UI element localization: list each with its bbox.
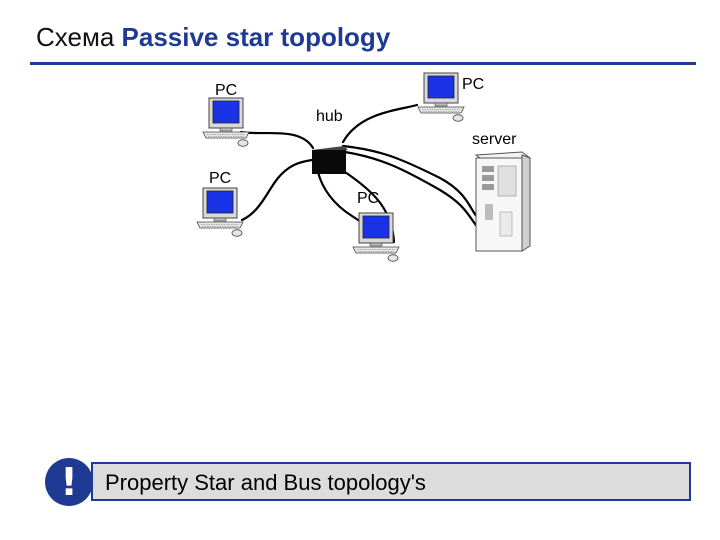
title-divider [30,62,696,65]
pc-icon-left [196,187,244,237]
exclamation-icon: ! [45,458,93,506]
note-box: Property Star and Bus topology's [91,462,691,501]
label-pc-left: PC [209,170,232,187]
page-title: Схема Passive star topology [36,22,390,53]
label-pc-top-left: PC [215,82,238,99]
title-prefix: Схема [36,22,115,52]
server-tower-icon [474,151,532,252]
title-main: Passive star topology [121,22,391,52]
label-pc-top-right: PC [462,76,485,93]
pc-icon-top-left [202,97,250,147]
cable-pc-top-left [239,130,315,150]
cable-pc-top-right [341,103,419,144]
pc-icon-top-right [417,72,465,122]
cable-pc-left [240,158,314,222]
hub-icon [312,146,348,174]
label-pc-center: PC [357,190,380,207]
label-server: server [472,131,517,148]
pc-icon-center [352,212,400,262]
note-text: Property Star and Bus topology's [105,470,426,495]
label-hub: hub [316,108,343,125]
cable-server-b [343,150,480,230]
cable-server-a [341,144,480,220]
